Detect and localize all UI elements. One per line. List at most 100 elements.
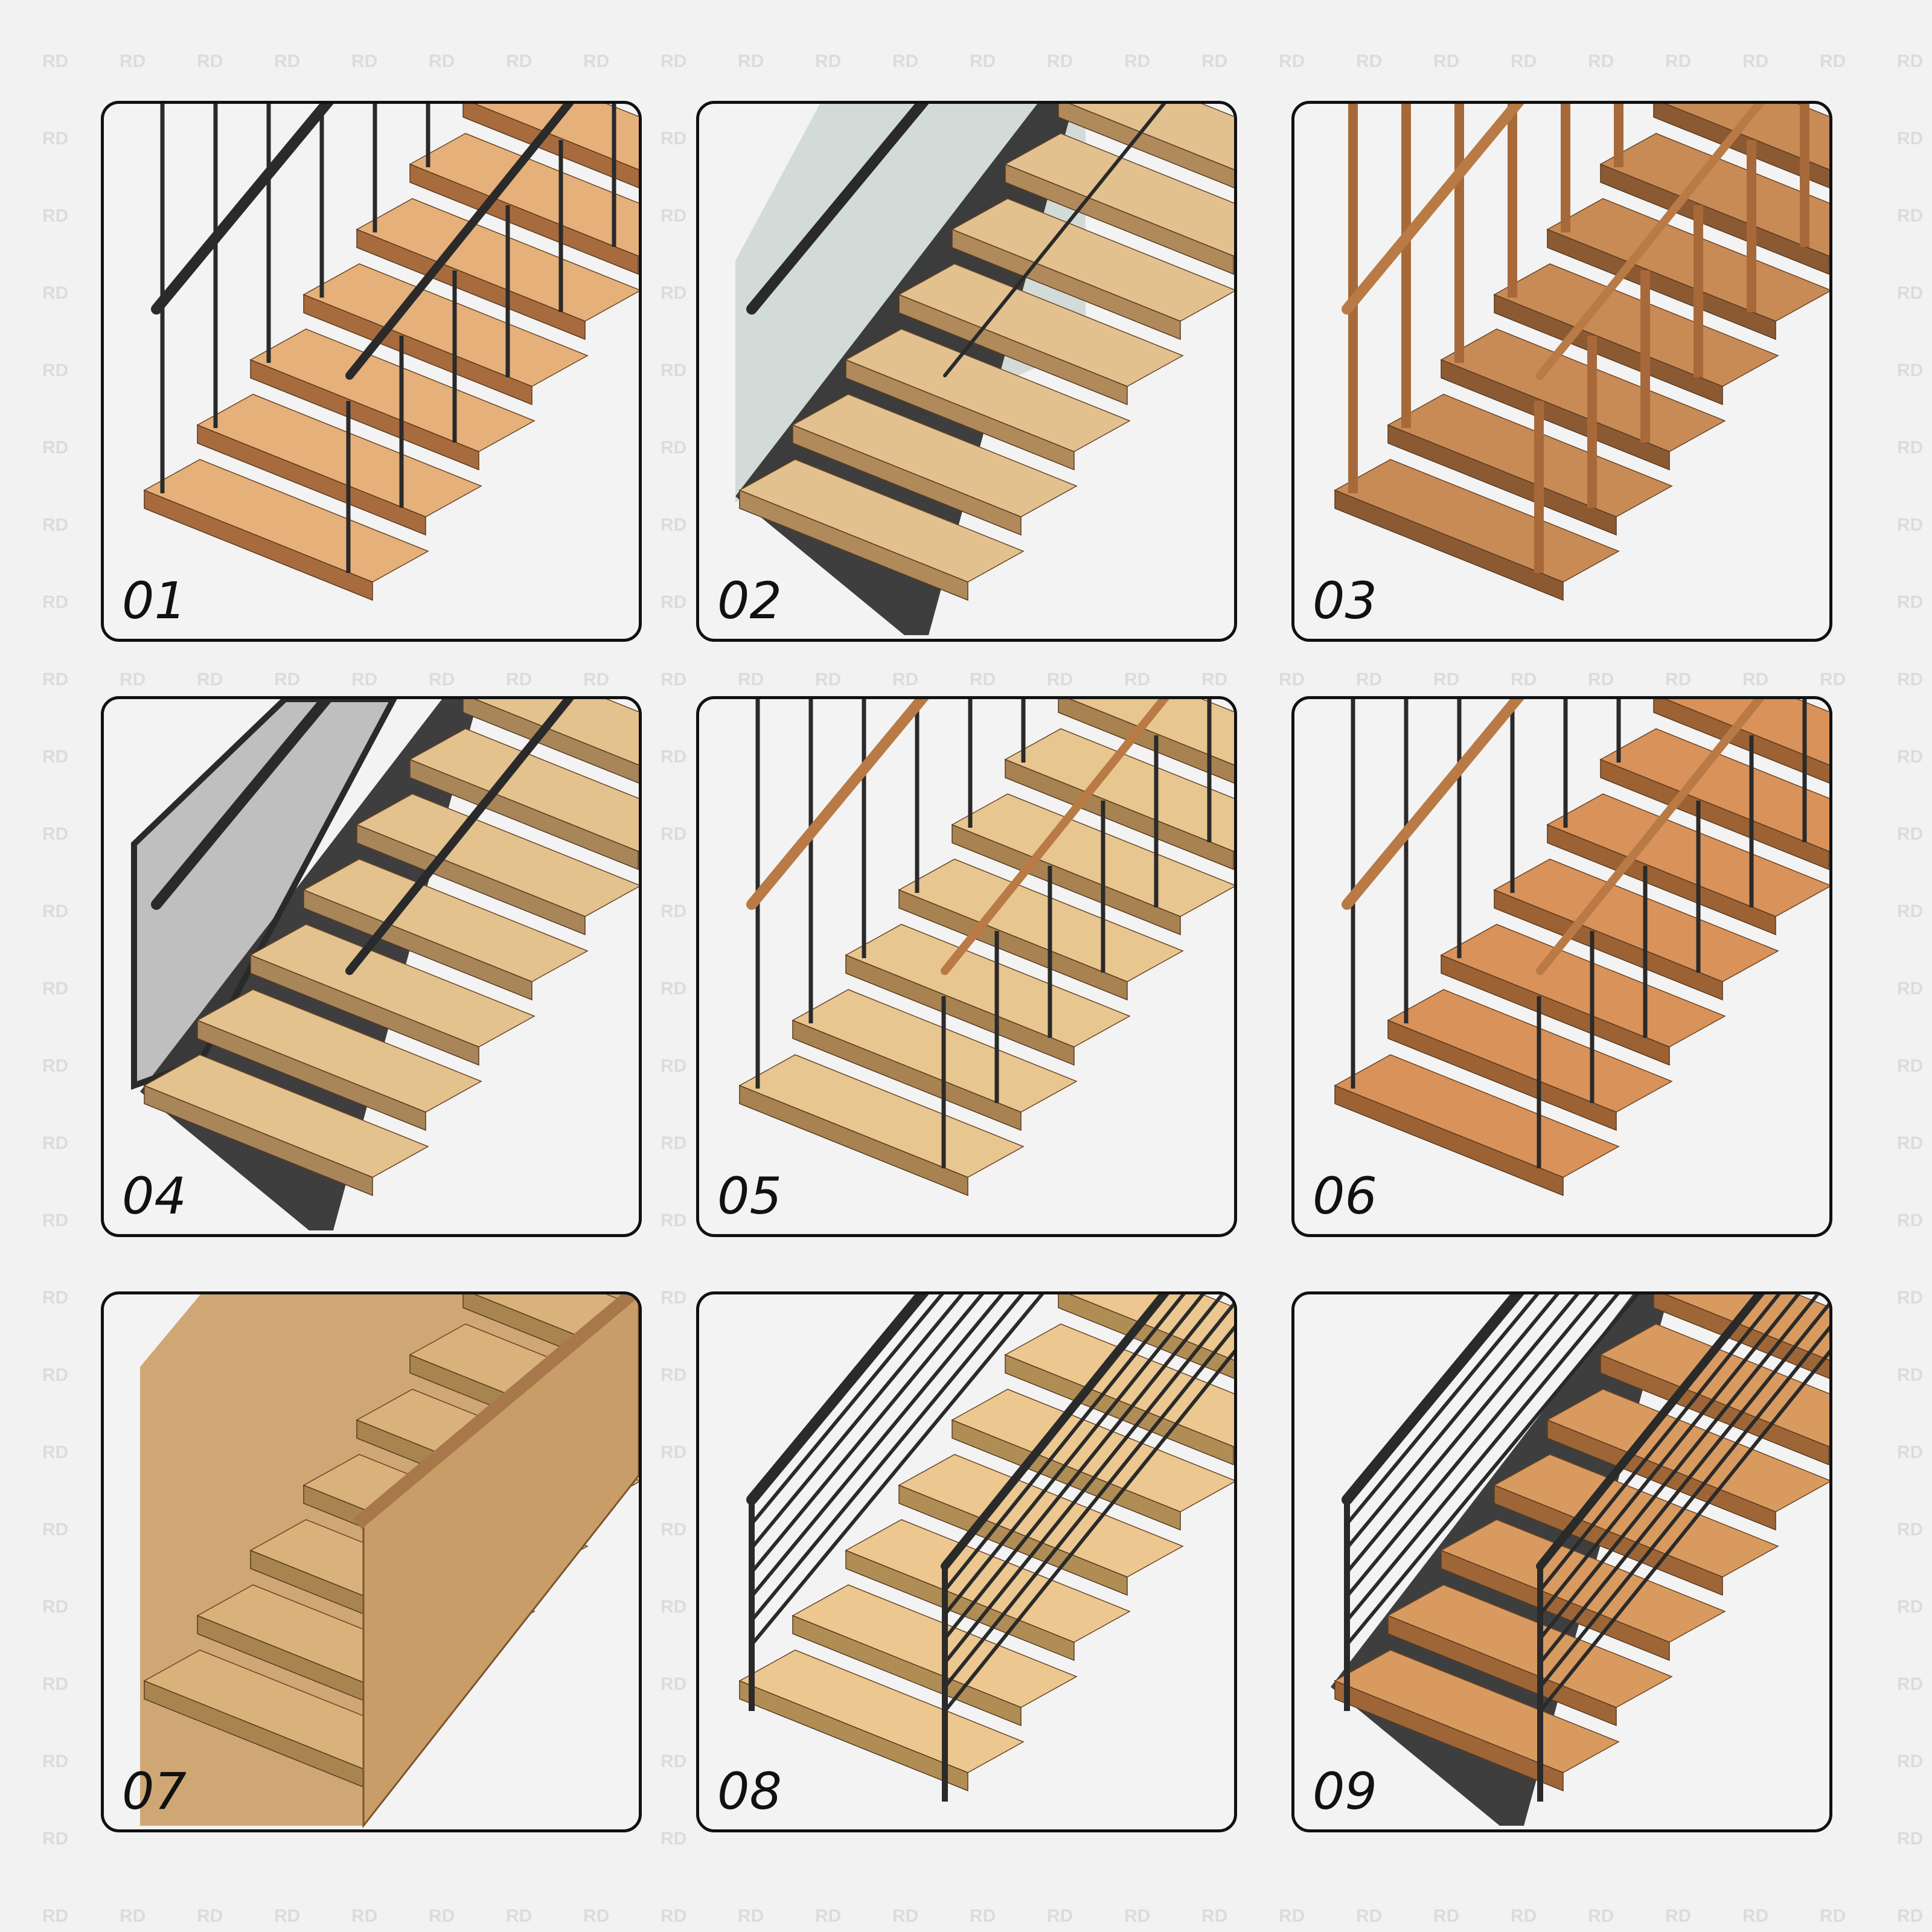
watermark-text: RD — [42, 1829, 69, 1849]
tread-front — [1334, 1680, 1564, 1792]
watermark-text: RD — [1433, 1906, 1460, 1926]
stair-illustration — [131, 699, 639, 1230]
stair-card-09[interactable]: 09 — [1291, 1291, 1832, 1832]
watermark-text: RD — [42, 1906, 69, 1926]
tread-front — [792, 424, 1022, 536]
tread-front — [303, 889, 533, 1001]
tread-front — [898, 293, 1128, 406]
tread-front — [1441, 1549, 1670, 1662]
infill-bar — [750, 1294, 985, 1573]
tread-front — [952, 1419, 1181, 1531]
watermark-text: RD — [1433, 670, 1460, 689]
watermark-text: RD — [1588, 1906, 1614, 1926]
handrail-back — [746, 104, 929, 315]
infill-bar — [943, 1300, 1234, 1664]
watermark-text: RD — [274, 670, 301, 689]
watermark-text: RD — [274, 51, 301, 71]
watermark-text: RD — [1356, 1906, 1383, 1926]
handrail-back — [1342, 699, 1524, 910]
infill-bar — [943, 1349, 1234, 1712]
stair-card-08[interactable]: 08 — [696, 1291, 1237, 1832]
stair-illustration — [1331, 1294, 1829, 1826]
tread-front — [845, 1549, 1075, 1662]
card-number: 04 — [122, 1166, 187, 1226]
handrail-back — [1342, 1294, 1524, 1505]
card-number: 01 — [122, 571, 187, 630]
tread-front — [144, 489, 373, 601]
watermark-text: RD — [661, 670, 687, 689]
card-number: 02 — [717, 571, 782, 630]
watermark-text: RD — [1356, 670, 1383, 689]
watermark-text: RD — [1511, 670, 1537, 689]
watermark-text: RD — [661, 1365, 687, 1385]
watermark-text: RD — [42, 1365, 69, 1385]
handrail-back — [151, 104, 334, 315]
watermark-text: RD — [42, 206, 69, 226]
infill-bar — [1538, 1300, 1829, 1664]
watermark-text: RD — [1897, 1906, 1924, 1926]
handrail-back — [151, 699, 334, 910]
tread-front — [250, 954, 479, 1066]
watermark-text: RD — [1588, 51, 1614, 71]
infill-bar — [1345, 1294, 1540, 1525]
front-wall-panel — [362, 1294, 639, 1829]
watermark-text: RD — [120, 670, 146, 689]
stair-card-02[interactable]: 02 — [696, 101, 1237, 642]
watermark-text: RD — [1201, 1906, 1228, 1926]
stair-card-04[interactable]: 04 — [101, 696, 642, 1237]
watermark-text: RD — [1897, 1288, 1924, 1308]
infill-bar — [1345, 1294, 1640, 1646]
tread-front — [739, 1084, 968, 1197]
stair-illustration — [143, 104, 639, 601]
watermark-text: RD — [1665, 51, 1692, 71]
watermark-text: RD — [1897, 1442, 1924, 1462]
infill-bar — [1538, 1325, 1829, 1688]
watermark-text: RD — [1279, 51, 1305, 71]
handrail-front — [345, 699, 574, 975]
stair-card-05[interactable]: 05 — [696, 696, 1237, 1237]
infill-bar — [943, 1325, 1234, 1688]
infill-bar — [1538, 1294, 1781, 1591]
watermark-text: RD — [1279, 1906, 1305, 1926]
watermark-text: RD — [661, 1133, 687, 1153]
watermark-text: RD — [1742, 1906, 1769, 1926]
infill-bar — [943, 1294, 1206, 1616]
stair-card-01[interactable]: 01 — [101, 101, 642, 642]
card-number: 07 — [122, 1762, 187, 1821]
tread-front — [952, 228, 1181, 341]
watermark-text: RD — [1897, 1520, 1924, 1540]
watermark-text: RD — [1511, 1906, 1537, 1926]
watermark-text: RD — [42, 129, 69, 149]
watermark-text: RD — [1588, 670, 1614, 689]
watermark-text: RD — [661, 979, 687, 999]
watermark-text: RD — [661, 1056, 687, 1076]
watermark-text: RD — [1433, 51, 1460, 71]
watermark-text: RD — [42, 51, 69, 71]
stair-card-06[interactable]: 06 — [1291, 696, 1832, 1237]
stair-illustration — [738, 1294, 1234, 1802]
watermark-text: RD — [1897, 360, 1924, 380]
watermark-text: RD — [661, 1442, 687, 1462]
card-number: 09 — [1313, 1762, 1377, 1821]
handrail-front — [941, 699, 1169, 975]
infill-bar — [943, 1294, 1186, 1591]
watermark-text: RD — [1201, 670, 1228, 689]
stair-illustration — [1334, 104, 1829, 601]
watermark-text: RD — [892, 1906, 919, 1926]
watermark-text: RD — [197, 51, 223, 71]
stair-card-07[interactable]: 07 — [101, 1291, 642, 1832]
watermark-text: RD — [661, 51, 687, 71]
watermark-text: RD — [1047, 670, 1073, 689]
watermark-text: RD — [42, 515, 69, 535]
watermark-text: RD — [274, 1906, 301, 1926]
watermark-text: RD — [42, 1751, 69, 1771]
watermark-text: RD — [1742, 51, 1769, 71]
stair-illustration — [140, 1294, 639, 1829]
watermark-text: RD — [738, 670, 764, 689]
stair-card-03[interactable]: 03 — [1291, 101, 1832, 642]
watermark-text: RD — [42, 1288, 69, 1308]
tread-front — [1334, 1084, 1564, 1197]
tread-front — [409, 758, 639, 871]
handrail-back — [746, 699, 929, 910]
